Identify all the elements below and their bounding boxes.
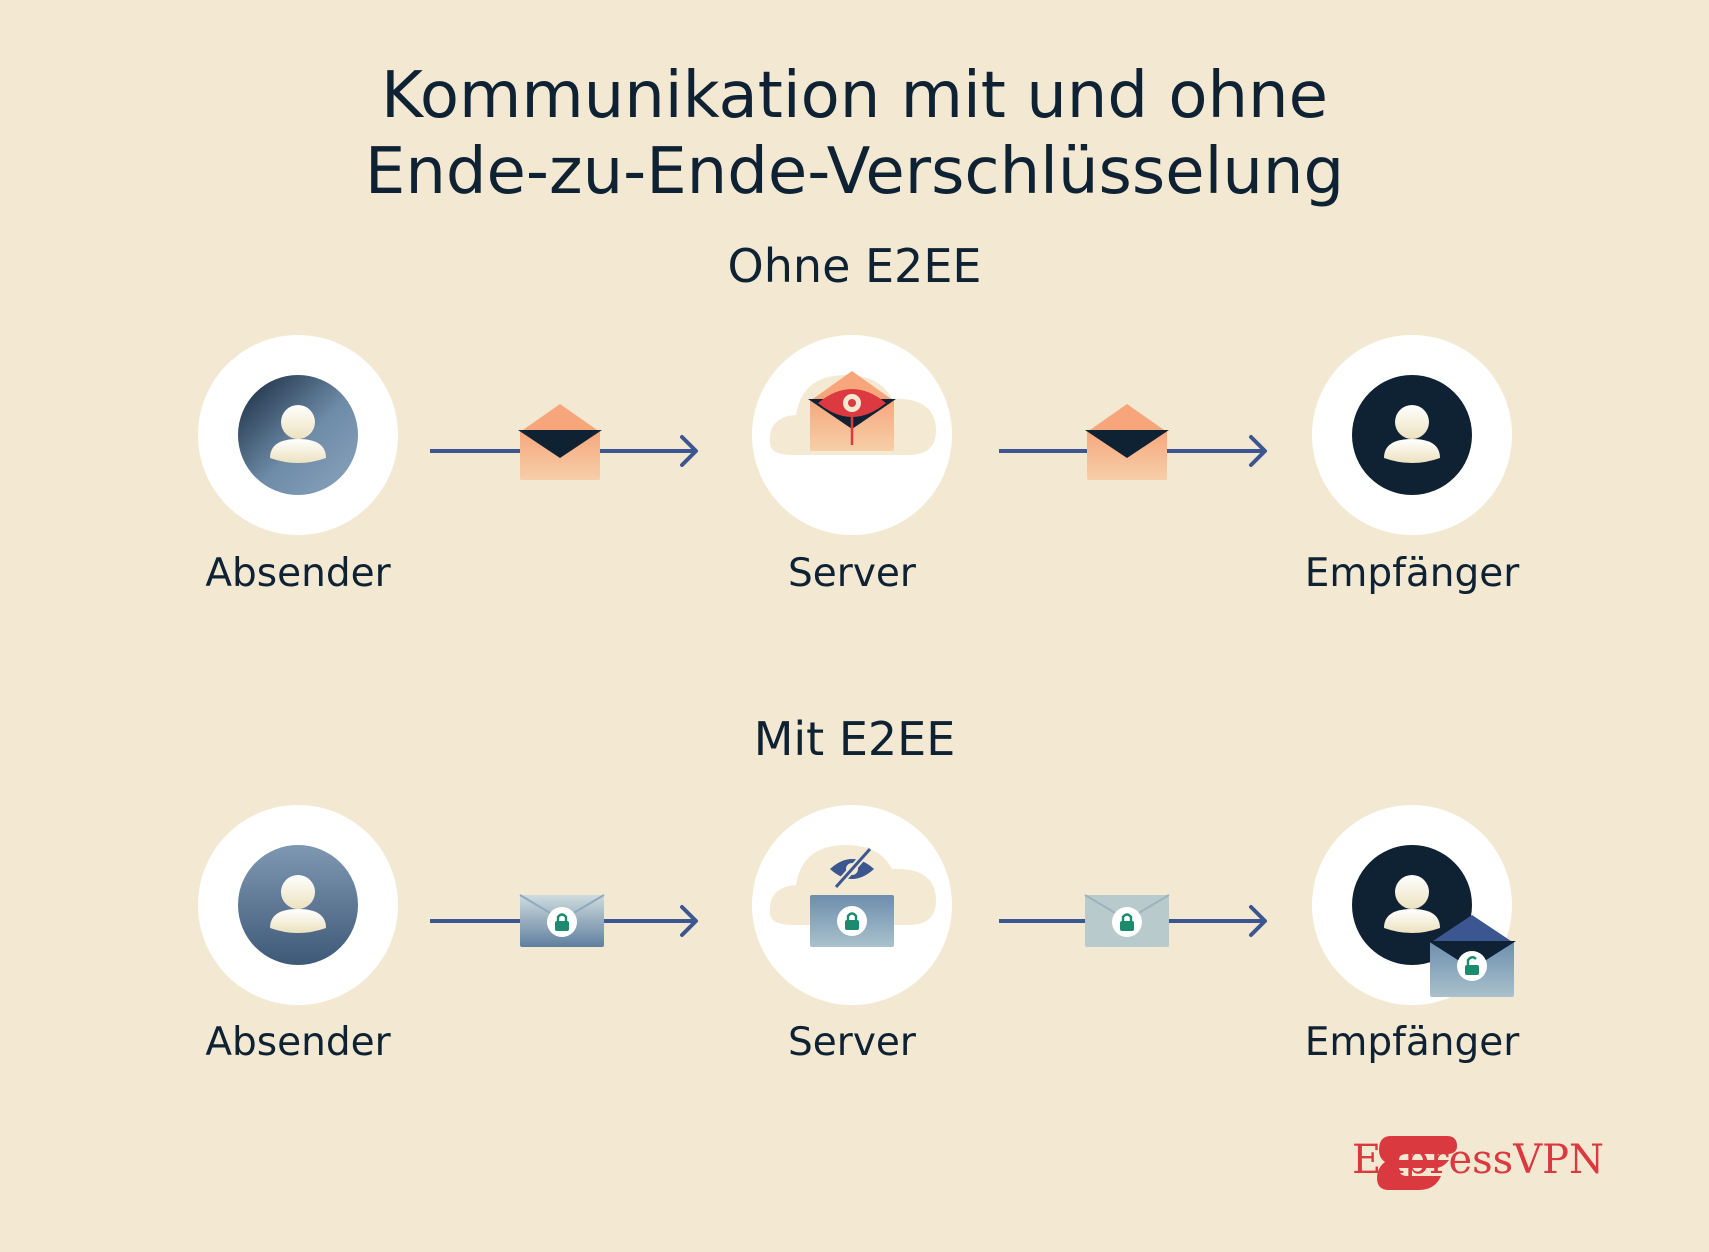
node-label-receiver: Empfänger <box>1304 1020 1520 1065</box>
unlocked-envelope-icon <box>1428 915 1516 997</box>
section-heading-with-e2ee: Mit E2EE <box>753 712 956 766</box>
eye-icon <box>818 389 886 445</box>
receiver-node <box>1312 335 1512 535</box>
section-heading-without-e2ee: Ohne E2EE <box>727 239 982 293</box>
user-icon <box>1352 845 1516 997</box>
message-connector <box>999 894 1267 947</box>
server-node <box>752 335 952 535</box>
message-connector <box>430 404 698 480</box>
sender-node <box>198 805 398 1005</box>
title-line-1: Kommunikation mit und ohne <box>381 59 1328 133</box>
expressvpn-logo-icon <box>1377 1136 1457 1190</box>
page-title: Kommunikation mit und ohne Ende-zu-Ende-… <box>0 58 1709 210</box>
locked-envelope-icon <box>519 894 605 947</box>
receiver-node <box>1312 805 1516 1005</box>
eye-slash-icon <box>830 846 874 890</box>
node-label-server: Server <box>788 551 916 596</box>
brand-name: ExpressVPN <box>1352 1137 1605 1183</box>
locked-envelope-icon <box>1084 894 1170 947</box>
user-icon <box>238 845 358 965</box>
locked-envelope-icon <box>810 895 894 947</box>
user-icon <box>238 375 358 495</box>
open-envelope-icon <box>518 404 602 480</box>
sender-node <box>198 335 398 535</box>
node-label-receiver: Empfänger <box>1304 551 1520 596</box>
title-line-2: Ende-zu-Ende-Verschlüsselung <box>364 135 1345 209</box>
node-label-sender: Absender <box>205 551 391 596</box>
node-label-server: Server <box>788 1020 916 1065</box>
cloud-server-icon <box>769 845 936 947</box>
message-connector <box>430 894 698 947</box>
cloud-server-icon <box>769 371 936 455</box>
open-envelope-icon <box>1085 404 1169 480</box>
node-label-sender: Absender <box>205 1020 391 1065</box>
user-icon <box>1352 375 1472 495</box>
server-node <box>752 805 952 1005</box>
message-connector <box>999 404 1267 480</box>
